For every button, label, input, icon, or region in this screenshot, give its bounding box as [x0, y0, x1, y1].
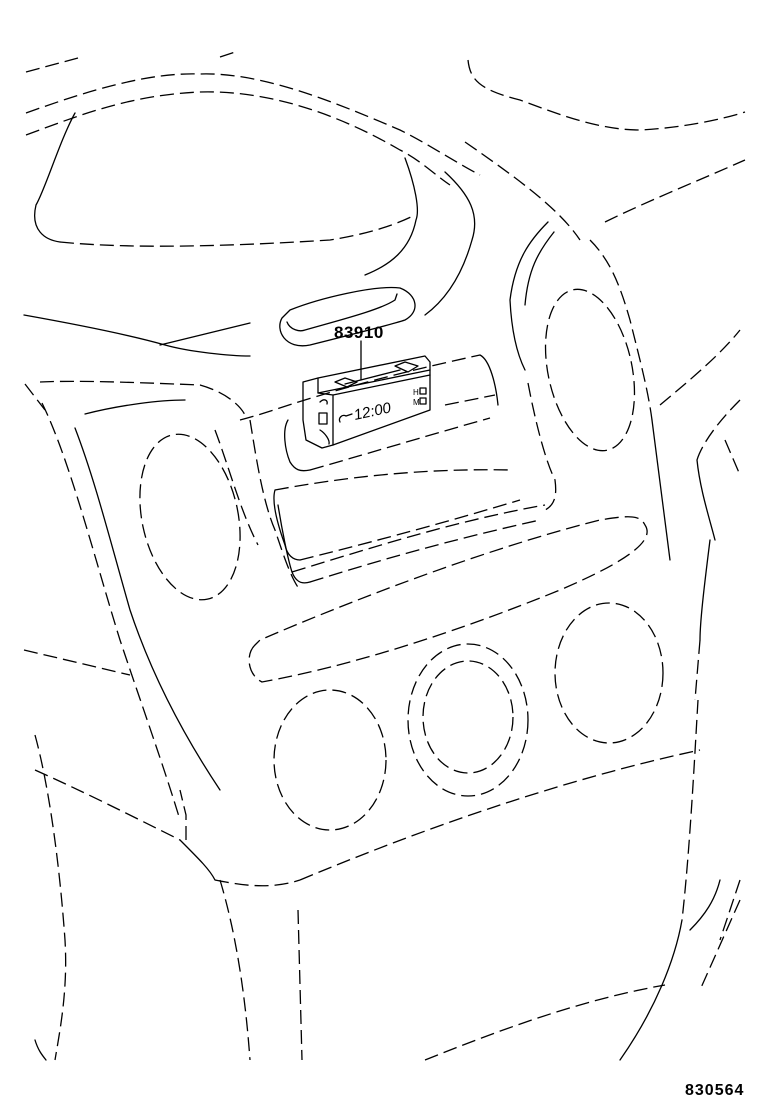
right-climate-dial: [554, 602, 664, 744]
clock-hour-button: [419, 387, 427, 395]
left-side-vent: [139, 433, 241, 601]
instrument-cluster-hood: [34, 112, 476, 316]
center-climate-dial-outer: [407, 643, 529, 797]
center-slot-vent: [279, 286, 416, 347]
right-side-vent-housing: [509, 221, 671, 561]
left-climate-dial: [273, 689, 387, 831]
right-edge-lines: [659, 329, 741, 701]
clock-m-label: M: [413, 398, 420, 407]
lower-console: [23, 649, 741, 1061]
figure-reference-number: 830564: [685, 1082, 745, 1099]
audio-opening: [239, 354, 546, 584]
left-panel-contour: [41, 402, 301, 821]
right-side-vent: [544, 288, 636, 452]
clock-minute-button: [419, 397, 427, 405]
clock-display-time: 12:00: [352, 399, 393, 424]
center-climate-dial-inner: [422, 660, 514, 774]
part-number-callout: 83910: [334, 323, 384, 342]
left-dash-lines: [23, 314, 251, 416]
upper-dash-lines: [25, 51, 746, 241]
clock-h-label: H: [413, 388, 419, 397]
horizontal-slot-vent: [248, 516, 648, 683]
